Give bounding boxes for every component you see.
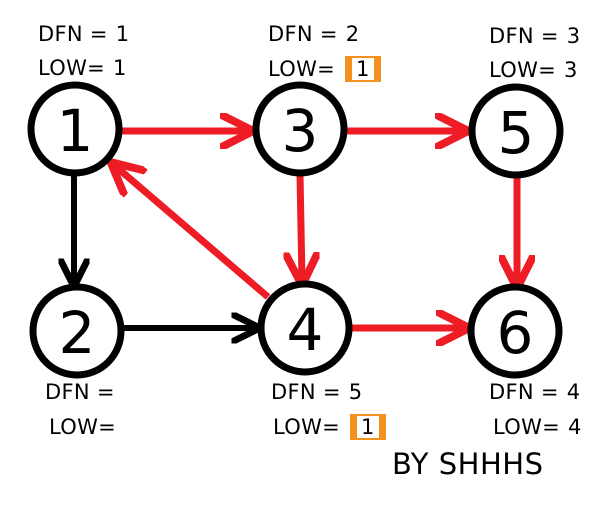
node-2-label: 2 (59, 299, 96, 367)
node-6-circle[interactable] (467, 283, 563, 379)
node-3-dfn-key: DFN = (268, 22, 338, 46)
node-3-dfn-annotation: DFN = 2 (268, 22, 359, 46)
node-5-low-key: LOW= (489, 58, 557, 82)
node-1[interactable]: 1 (27, 81, 123, 177)
node-1-circle[interactable] (27, 81, 123, 177)
edge-group (74, 131, 517, 328)
node-1-low-key: LOW= (38, 56, 106, 80)
node-6-dfn-annotation: DFN = 4 (489, 380, 580, 404)
node-6-low-value: 4 (568, 415, 582, 439)
node-3-label: 3 (282, 97, 319, 165)
node-2-dfn-key: DFN = (45, 380, 115, 404)
node-4-low-value-highlight: 1 (350, 414, 386, 441)
node-3-dfn-value: 2 (345, 22, 360, 46)
node-2-circle[interactable] (29, 283, 125, 379)
node-5-dfn-value: 3 (566, 24, 581, 48)
node-2-low-annotation: LOW= (49, 415, 124, 439)
node-6-label: 6 (497, 299, 534, 367)
node-3-low-value-highlight: 1 (345, 56, 381, 83)
node-4-circle[interactable] (257, 280, 353, 376)
node-5-dfn-key: DFN = (489, 24, 559, 48)
node-5[interactable]: 5 (468, 83, 564, 179)
node-4-dfn-key: DFN = (271, 380, 341, 404)
node-6-dfn-value: 4 (566, 380, 581, 404)
node-5-low-value: 3 (564, 58, 578, 82)
node-4-dfn-value: 5 (348, 380, 363, 404)
node-1-dfn-annotation: DFN = 1 (38, 22, 129, 46)
node-1-low-annotation: LOW= 1 (38, 56, 127, 80)
node-4-low-key: LOW= (273, 415, 341, 439)
node-5-low-annotation: LOW= 3 (489, 58, 578, 82)
node-4-low-value: 1 (357, 416, 379, 438)
signature-text: BY SHHHS (392, 447, 544, 481)
node-1-dfn-value: 1 (115, 22, 130, 46)
edge-4-to-1-back (114, 165, 271, 300)
node-4-low-annotation: LOW= 1 (273, 414, 386, 441)
node-4-dfn-annotation: DFN = 5 (271, 380, 362, 404)
node-5-dfn-annotation: DFN = 3 (489, 24, 580, 48)
node-6-dfn-key: DFN = (489, 380, 559, 404)
node-1-label: 1 (57, 97, 94, 165)
node-6[interactable]: 6 (467, 283, 563, 379)
node-3[interactable]: 3 (252, 81, 348, 177)
edge-3-to-4 (300, 173, 302, 281)
node-6-low-annotation: LOW= 4 (493, 415, 582, 439)
node-2-dfn-annotation: DFN = (45, 380, 123, 404)
node-3-circle[interactable] (252, 81, 348, 177)
node-3-low-key: LOW= (268, 57, 336, 81)
node-1-low-value: 1 (113, 56, 127, 80)
node-4-label: 4 (287, 296, 324, 364)
node-3-low-annotation: LOW= 1 (268, 56, 381, 83)
node-2[interactable]: 2 (29, 283, 125, 379)
node-2-low-key: LOW= (49, 415, 117, 439)
node-group: 1 2 3 4 5 6 (27, 81, 564, 379)
node-5-label: 5 (498, 99, 535, 167)
node-5-circle[interactable] (468, 83, 564, 179)
node-6-low-key: LOW= (493, 415, 561, 439)
node-3-low-value: 1 (352, 58, 374, 80)
node-1-dfn-key: DFN = (38, 22, 108, 46)
node-4[interactable]: 4 (257, 280, 353, 376)
